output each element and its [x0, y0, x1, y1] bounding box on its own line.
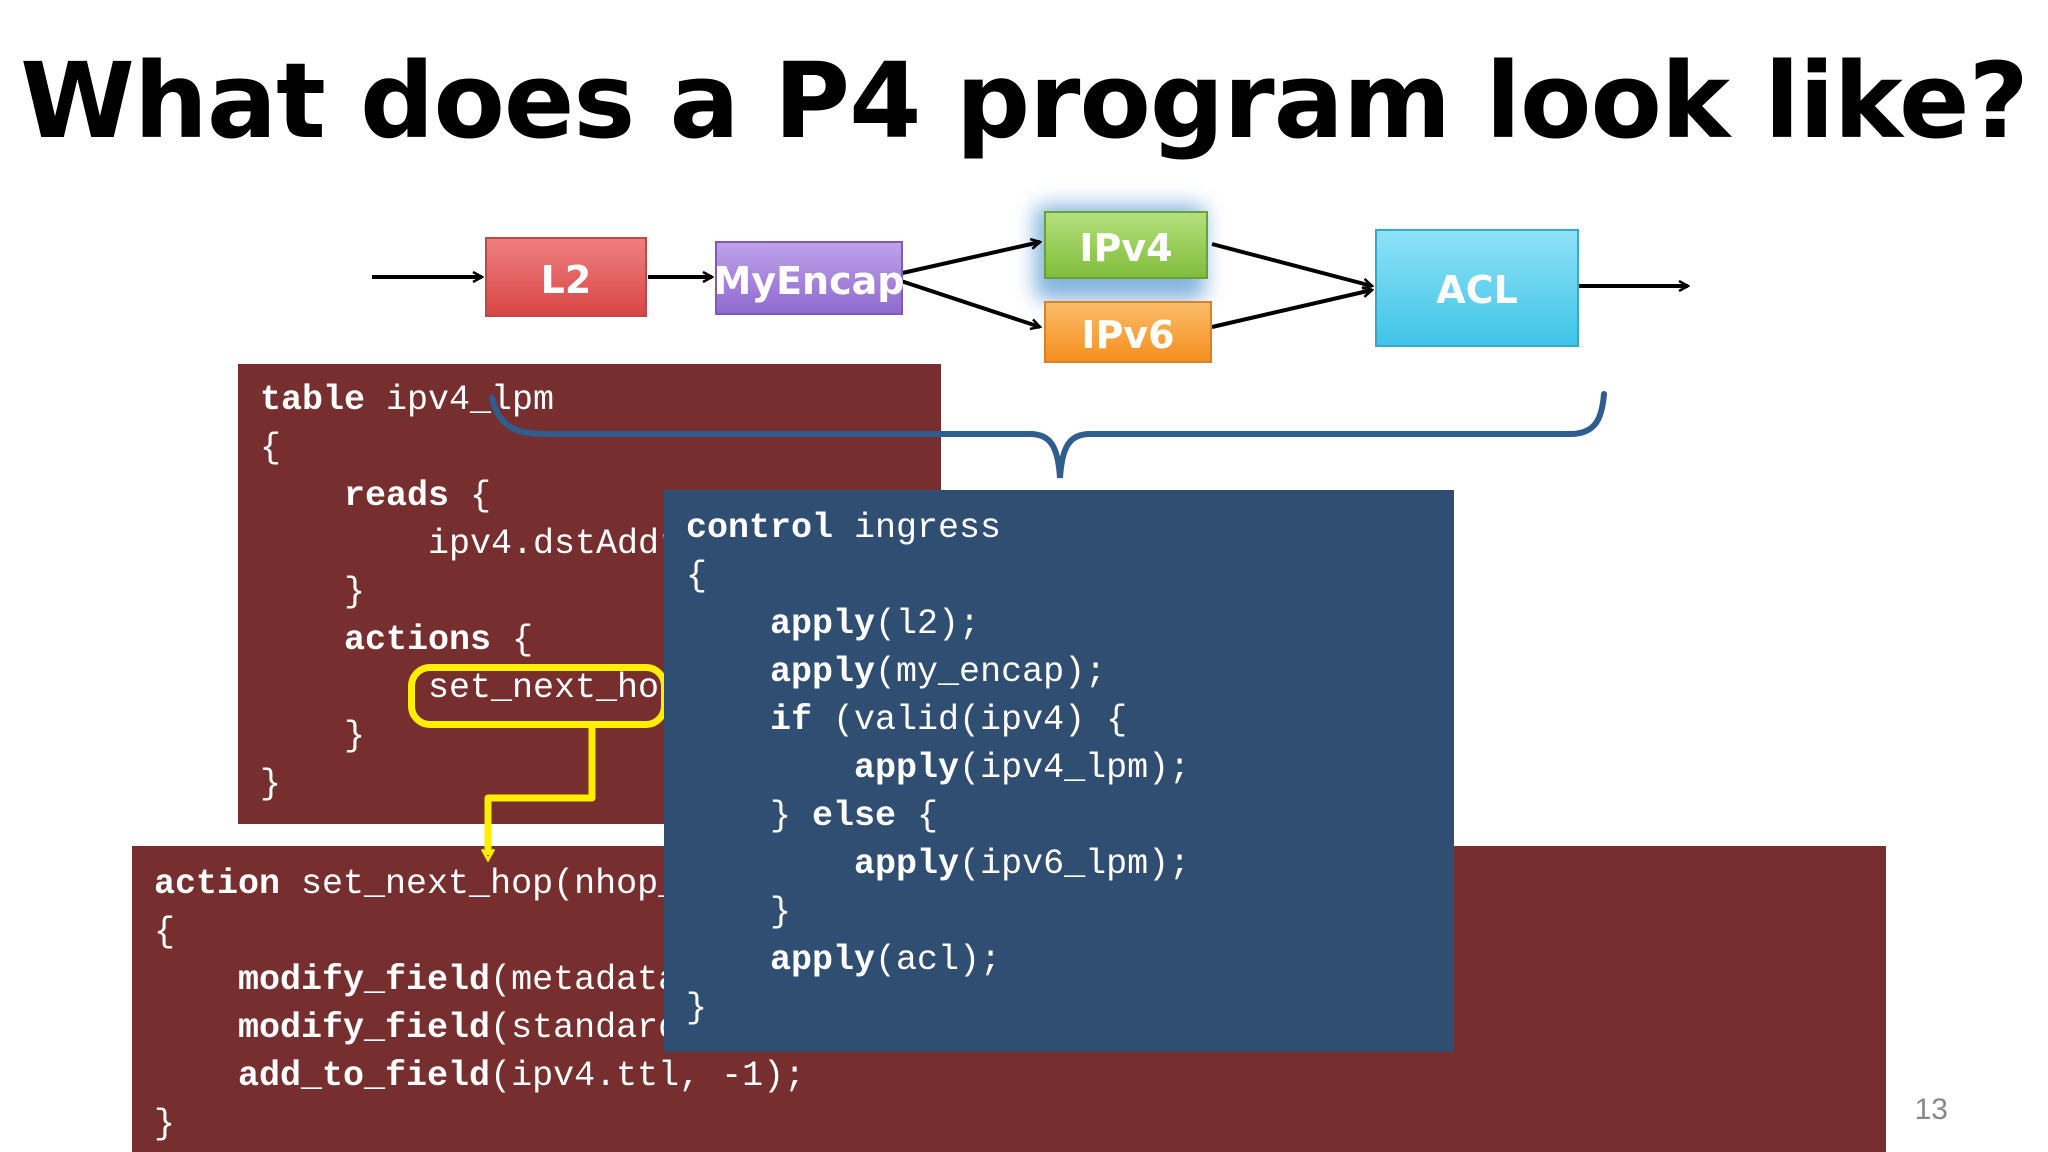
code-text: }: [686, 988, 708, 1028]
code-text: [686, 604, 770, 644]
code-keyword: modify_field: [238, 960, 491, 1000]
control-code-line: }: [686, 984, 1454, 1032]
code-text: {: [449, 476, 492, 516]
code-text: ipv4_lpm: [365, 380, 555, 420]
code-text: }: [260, 716, 366, 756]
highlight-set-next-hop: [408, 664, 668, 728]
code-keyword: apply: [854, 748, 960, 788]
code-keyword: action: [154, 864, 281, 904]
code-text: [686, 700, 770, 740]
control-code-line: }: [686, 888, 1454, 936]
code-keyword: control: [686, 508, 834, 548]
node-l2: L2: [485, 237, 647, 317]
code-keyword: modify_field: [238, 1008, 491, 1048]
code-text: }: [154, 1104, 176, 1144]
code-keyword: actions: [344, 620, 492, 660]
control-code-line: apply(acl);: [686, 936, 1454, 984]
action-code-line: add_to_field(ipv4.ttl, -1);: [154, 1052, 1886, 1100]
code-text: {: [154, 912, 176, 952]
table-code-line: actions {: [260, 616, 941, 664]
code-keyword: apply: [770, 940, 876, 980]
table-code-line: }: [260, 712, 941, 760]
code-keyword: table: [260, 380, 366, 420]
page-number: 13: [1914, 1093, 1948, 1126]
code-keyword: add_to_field: [238, 1056, 491, 1096]
code-text: [154, 1056, 238, 1096]
code-text: (l2);: [875, 604, 981, 644]
arrow-myencap-ipv4: [897, 242, 1040, 276]
control-code-block: control ingress{ apply(l2); apply(my_enc…: [664, 490, 1454, 1052]
code-text: [154, 960, 238, 1000]
control-code-line: apply(my_encap);: [686, 648, 1454, 696]
node-myencap: MyEncap: [714, 241, 905, 315]
control-code-line: apply(ipv6_lpm);: [686, 840, 1454, 888]
code-text: }: [260, 764, 282, 804]
code-keyword: reads: [344, 476, 450, 516]
node-l2-label: L2: [541, 258, 592, 302]
code-text: [260, 476, 344, 516]
control-code-line: } else {: [686, 792, 1454, 840]
node-ipv6: IPv6: [1044, 301, 1212, 363]
arrow-ipv4-acl: [1211, 242, 1372, 286]
control-code-line: if (valid(ipv4) {: [686, 696, 1454, 744]
code-text: ingress: [833, 508, 1002, 548]
code-keyword: if: [770, 700, 813, 740]
code-text: (my_encap);: [875, 652, 1107, 692]
table-code-line: reads {: [260, 472, 941, 520]
code-text: {: [896, 796, 939, 836]
code-text: {: [686, 556, 708, 596]
code-text: }: [686, 892, 792, 932]
code-text: }: [686, 796, 813, 836]
control-code-line: apply(l2);: [686, 600, 1454, 648]
code-text: [686, 844, 854, 884]
code-text: [686, 940, 770, 980]
control-code-line: apply(ipv4_lpm);: [686, 744, 1454, 792]
slide-title: What does a P4 program look like?: [20, 40, 2029, 162]
arrow-ipv6-acl: [1211, 290, 1372, 329]
code-text: [260, 620, 344, 660]
code-text: [686, 652, 770, 692]
table-code-line: table ipv4_lpm: [260, 376, 941, 424]
code-keyword: else: [812, 796, 897, 836]
control-code-line: control ingress: [686, 504, 1454, 552]
code-text: (ipv6_lpm);: [959, 844, 1191, 884]
action-code-line: {: [154, 908, 1886, 956]
table-code-line: }: [260, 568, 941, 616]
table-code-line: {: [260, 424, 941, 472]
code-text: [154, 1008, 238, 1048]
code-keyword: apply: [770, 604, 876, 644]
node-acl-label: ACL: [1436, 268, 1518, 312]
code-text: }: [260, 572, 366, 612]
code-keyword: apply: [770, 652, 876, 692]
action-code-line: }: [154, 1100, 1886, 1148]
node-ipv6-label: IPv6: [1081, 313, 1174, 357]
control-code-line: {: [686, 552, 1454, 600]
code-text: {: [491, 620, 534, 660]
code-text: (acl);: [875, 940, 1002, 980]
code-text: (ipv4.ttl, -1);: [490, 1056, 806, 1096]
node-acl: ACL: [1375, 229, 1579, 347]
arrow-myencap-ipv6: [897, 278, 1040, 327]
code-text: [686, 748, 854, 788]
table-code-line: }: [260, 760, 941, 808]
code-keyword: apply: [854, 844, 960, 884]
node-ipv4-label: IPv4: [1079, 226, 1172, 270]
code-text: (valid(ipv4) {: [812, 700, 1128, 740]
code-text: (ipv4_lpm);: [959, 748, 1191, 788]
code-text: {: [260, 428, 282, 468]
node-myencap-label: MyEncap: [714, 259, 905, 303]
node-ipv4: IPv4: [1044, 211, 1208, 279]
